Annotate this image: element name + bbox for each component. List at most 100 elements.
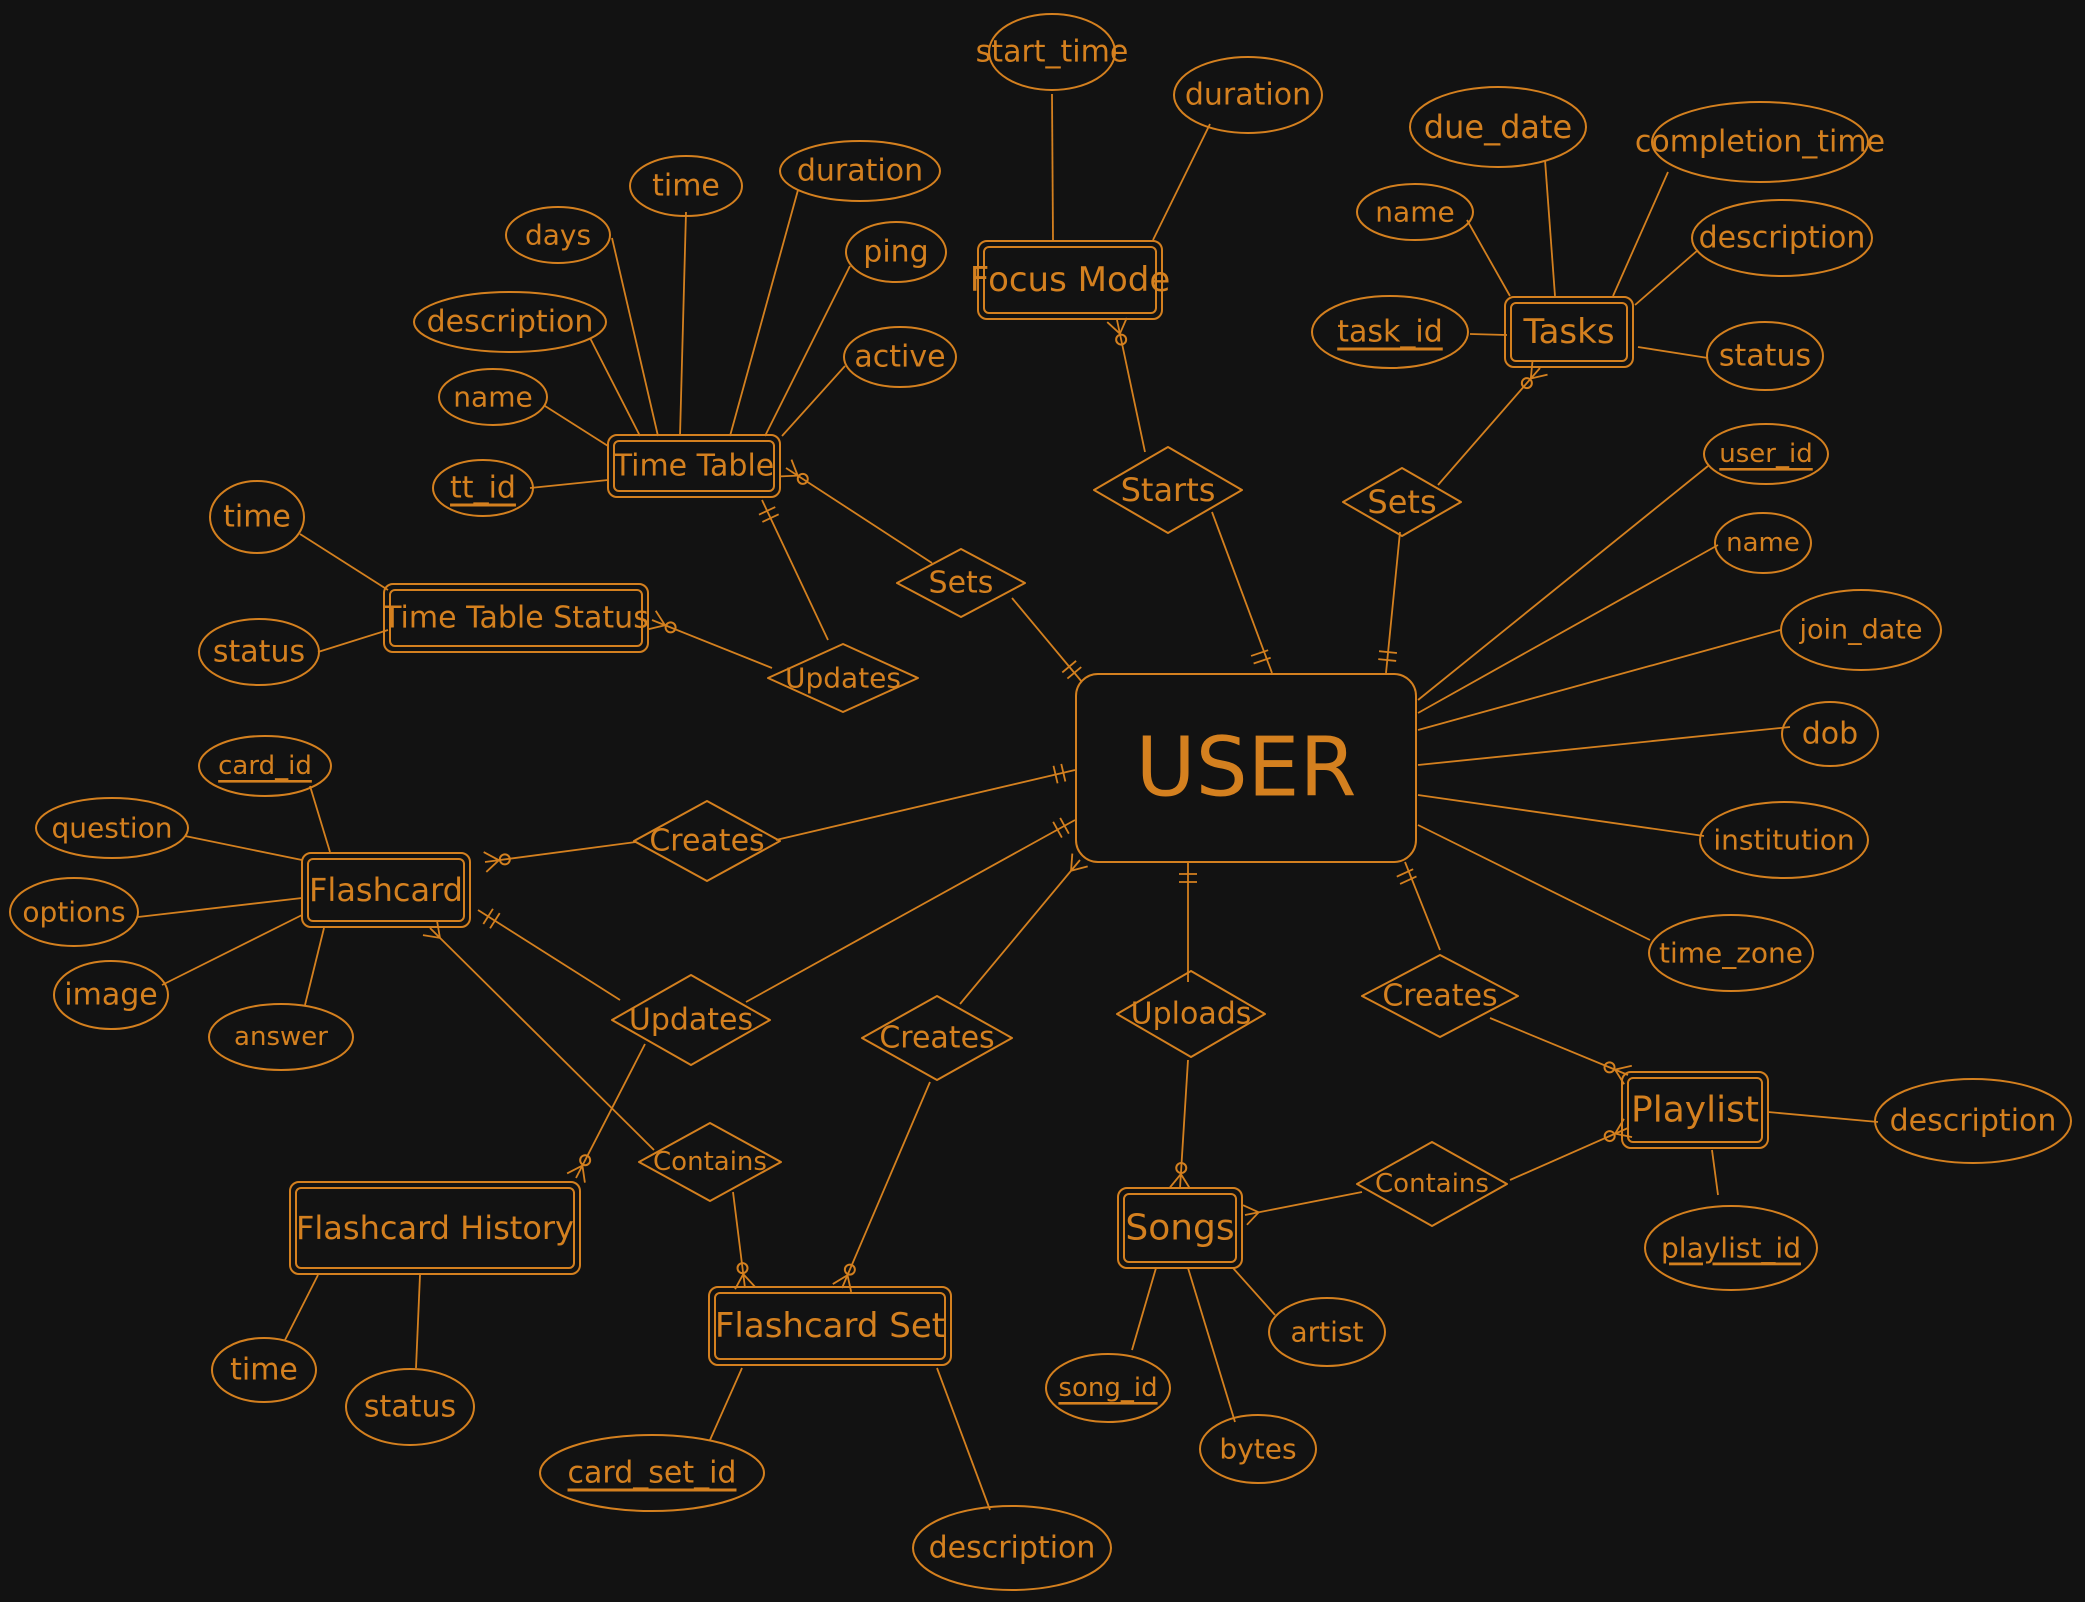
connector: [732, 1191, 746, 1289]
attribute-playlist: playlist_id: [1644, 1205, 1818, 1291]
cardinality-zero-mark: [736, 1262, 749, 1275]
connector: [761, 499, 829, 641]
entity-time-table-status: Time Table Status: [382, 583, 649, 653]
attribute-flashcard-history: status: [345, 1368, 475, 1446]
entity-label: Focus Mode: [970, 260, 1171, 300]
entity-tasks: Tasks: [1504, 296, 1634, 368]
relationship-label: Updates: [785, 662, 901, 695]
relationship-contains-cards: Contains: [638, 1122, 782, 1202]
connector: [184, 835, 303, 861]
connector: [309, 785, 331, 853]
relationship-diamond: [896, 548, 1026, 618]
attribute-ellipse: [539, 1434, 765, 1512]
cardinality-zero-mark: [843, 1263, 856, 1276]
entity-box-inner: [1123, 1193, 1237, 1263]
relationship-label: Sets: [1367, 483, 1436, 521]
attribute-flashcard-set: description: [912, 1505, 1112, 1591]
connector: [415, 1274, 421, 1369]
attribute-ellipse: [438, 368, 548, 426]
attribute-label: image: [64, 978, 157, 1013]
cardinality-one-mark: [1059, 817, 1070, 835]
connector: [959, 859, 1081, 1005]
cardinality-one-mark: [1052, 765, 1059, 784]
relationship-uploads: Uploads: [1116, 970, 1266, 1058]
attribute-label: status: [213, 635, 305, 670]
connector: [477, 909, 621, 1001]
connector: [1404, 861, 1441, 951]
attribute-flashcard: image: [53, 960, 169, 1030]
attribute-time-table: ping: [845, 221, 947, 283]
attribute-ellipse: [843, 326, 957, 388]
attribute-time-table: days: [505, 206, 611, 264]
entity-label: Playlist: [1631, 1090, 1759, 1131]
attribute-ellipse: [9, 877, 139, 947]
attribute-ellipse: [1644, 1205, 1818, 1291]
attribute-focus-mode: start_time: [976, 13, 1128, 91]
attribute-ellipse: [208, 1003, 354, 1071]
cardinality-one-mark: [762, 513, 780, 523]
entity-box-outer: [289, 1181, 581, 1275]
attribute-time-table-status: status: [198, 618, 320, 686]
connector: [936, 1367, 991, 1511]
connector: [284, 1274, 319, 1341]
attribute-ellipse: [198, 618, 320, 686]
connector: [1469, 333, 1508, 336]
entity-box: [1075, 673, 1417, 863]
attribute-label: artist: [1291, 1316, 1364, 1349]
attribute-ellipse: [1648, 914, 1814, 992]
cardinality-many-mark: [654, 610, 666, 626]
relationship-creates-set: Creates: [861, 995, 1013, 1081]
attribute-ellipse: [1173, 56, 1323, 134]
entity-flashcard-set: Flashcard Set: [708, 1286, 952, 1366]
connector: [1417, 465, 1709, 701]
attribute-label: time: [652, 169, 720, 204]
cardinality-zero-mark: [1603, 1061, 1616, 1074]
cardinality-many-mark: [1119, 317, 1128, 335]
cardinality-one-mark: [1066, 666, 1082, 680]
connector: [1634, 249, 1699, 306]
attribute-label: tt_id: [450, 471, 516, 506]
attribute-flashcard: question: [35, 797, 189, 859]
entity-box-inner: [389, 589, 643, 647]
connector: [745, 819, 1076, 1003]
cardinality-many-mark: [581, 1165, 586, 1183]
cardinality-many-mark: [1169, 1173, 1182, 1188]
connector: [137, 897, 303, 918]
attribute-ellipse: [35, 797, 189, 859]
entity-box-inner: [1510, 302, 1628, 362]
attribute-ellipse: [53, 960, 169, 1030]
relationship-label: Contains: [1375, 1169, 1489, 1199]
cardinality-zero-mark: [1175, 1162, 1188, 1175]
cardinality-one-mark: [1052, 821, 1063, 838]
entity-playlist: Playlist: [1621, 1071, 1769, 1149]
relationship-diamond: [1116, 970, 1266, 1058]
cardinality-zero-mark: [1520, 377, 1533, 390]
attribute-tasks: name: [1356, 183, 1474, 241]
attribute-user: institution: [1699, 801, 1869, 879]
connector: [1544, 159, 1556, 297]
entity-box-inner: [307, 858, 465, 922]
entity-box-outer: [383, 583, 649, 653]
attribute-ellipse: [1199, 1414, 1317, 1484]
attribute-label: name: [1726, 528, 1800, 558]
cardinality-many-mark: [483, 851, 500, 861]
attribute-ellipse: [432, 459, 534, 517]
relationship-creates-flashcard: Creates: [633, 800, 781, 882]
attribute-label: song_id: [1058, 1373, 1157, 1403]
relationship-diamond: [638, 1122, 782, 1202]
attribute-label: description: [427, 305, 594, 340]
attribute-label: dob: [1802, 717, 1858, 752]
attribute-time-table: description: [413, 291, 607, 353]
entity-box-outer: [607, 434, 781, 498]
attribute-ellipse: [1706, 321, 1824, 391]
attribute-ellipse: [1780, 589, 1942, 671]
cardinality-many-mark: [1615, 1132, 1633, 1139]
connector: [651, 619, 773, 669]
cardinality-many-mark: [1242, 1204, 1260, 1214]
connector: [317, 629, 389, 653]
relationship-diamond: [767, 643, 919, 713]
attribute-user: name: [1714, 512, 1812, 574]
connector: [1011, 597, 1083, 683]
cardinality-one-mark: [1061, 660, 1077, 674]
attribute-label: card_id: [218, 751, 312, 781]
